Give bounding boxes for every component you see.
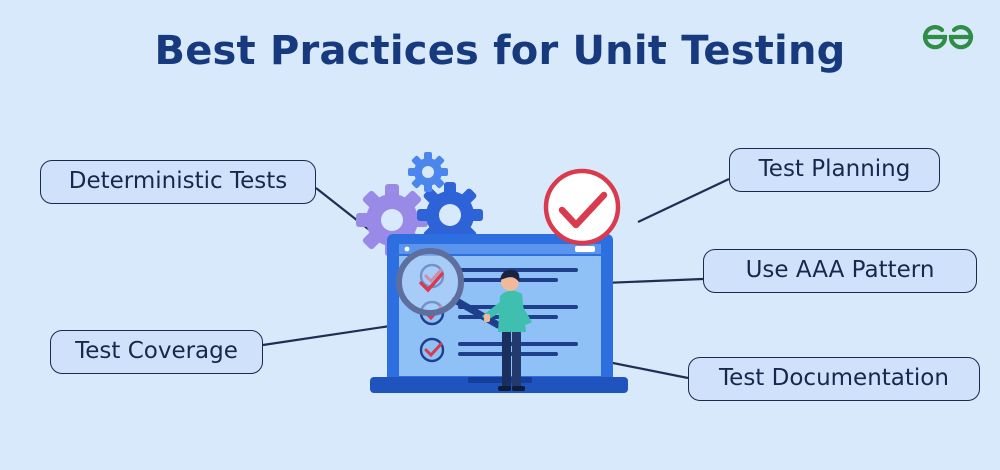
- test-planning-label[interactable]: Test Planning: [729, 148, 940, 192]
- connector-aaa: [603, 277, 704, 285]
- person-figure: [482, 269, 532, 391]
- connector-coverage: [262, 324, 391, 347]
- use-aaa-pattern-label[interactable]: Use AAA Pattern: [703, 249, 977, 293]
- check-circle-icon: [543, 168, 621, 246]
- gear-icon: [417, 182, 483, 248]
- deterministic-tests-label[interactable]: Deterministic Tests: [40, 160, 316, 204]
- magnifier-icon: [396, 248, 502, 329]
- geeksforgeeks-logo-icon: [922, 25, 974, 50]
- gear-icon: [408, 152, 448, 192]
- test-documentation-label[interactable]: Test Documentation: [688, 357, 980, 401]
- test-coverage-label[interactable]: Test Coverage: [50, 330, 263, 374]
- page-title: Best Practices for Unit Testing: [154, 28, 846, 74]
- connector-planning: [637, 178, 730, 223]
